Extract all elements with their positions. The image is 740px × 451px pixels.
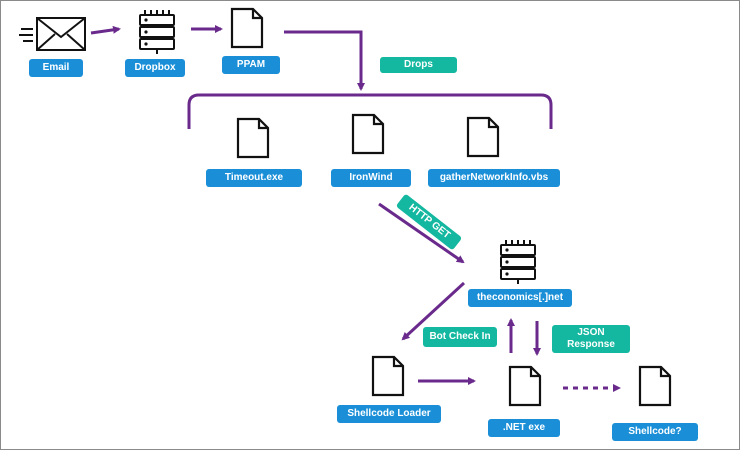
arrow-ppam-drops [284, 30, 365, 91]
c2-server-icon [500, 240, 536, 284]
ppam-file-icon [230, 7, 264, 49]
envelope-icon [19, 17, 86, 51]
label-gather: gatherNetworkInfo.vbs [428, 169, 560, 187]
label-dropbox: Dropbox [125, 59, 185, 77]
label-server: theconomics[.]net [468, 289, 572, 307]
label-netexe: .NET exe [488, 419, 560, 437]
edge-label-json-response: JSON Response [552, 325, 630, 353]
arrow-ironwind-to-server [378, 202, 465, 264]
timeout-file-icon [236, 117, 270, 159]
edge-label-drops: Drops [380, 57, 457, 73]
label-ppam: PPAM [222, 56, 280, 74]
loader-file-icon [371, 355, 405, 397]
label-ironwind: IronWind [331, 169, 411, 187]
arrow-email-to-dropbox [90, 25, 121, 35]
shellcode-file-icon [638, 365, 672, 407]
edge-label-bot-check-in: Bot Check In [423, 327, 497, 347]
gather-file-icon [466, 116, 500, 158]
arrow-server-to-loader [401, 281, 466, 341]
dropbox-server-icon [139, 10, 175, 54]
drops-bracket [187, 93, 553, 129]
netexe-file-icon [508, 365, 542, 407]
label-shellcode: Shellcode? [612, 423, 698, 441]
label-timeout: Timeout.exe [206, 169, 302, 187]
ironwind-file-icon [351, 113, 385, 155]
label-email: Email [29, 59, 83, 77]
label-loader: Shellcode Loader [337, 405, 441, 423]
